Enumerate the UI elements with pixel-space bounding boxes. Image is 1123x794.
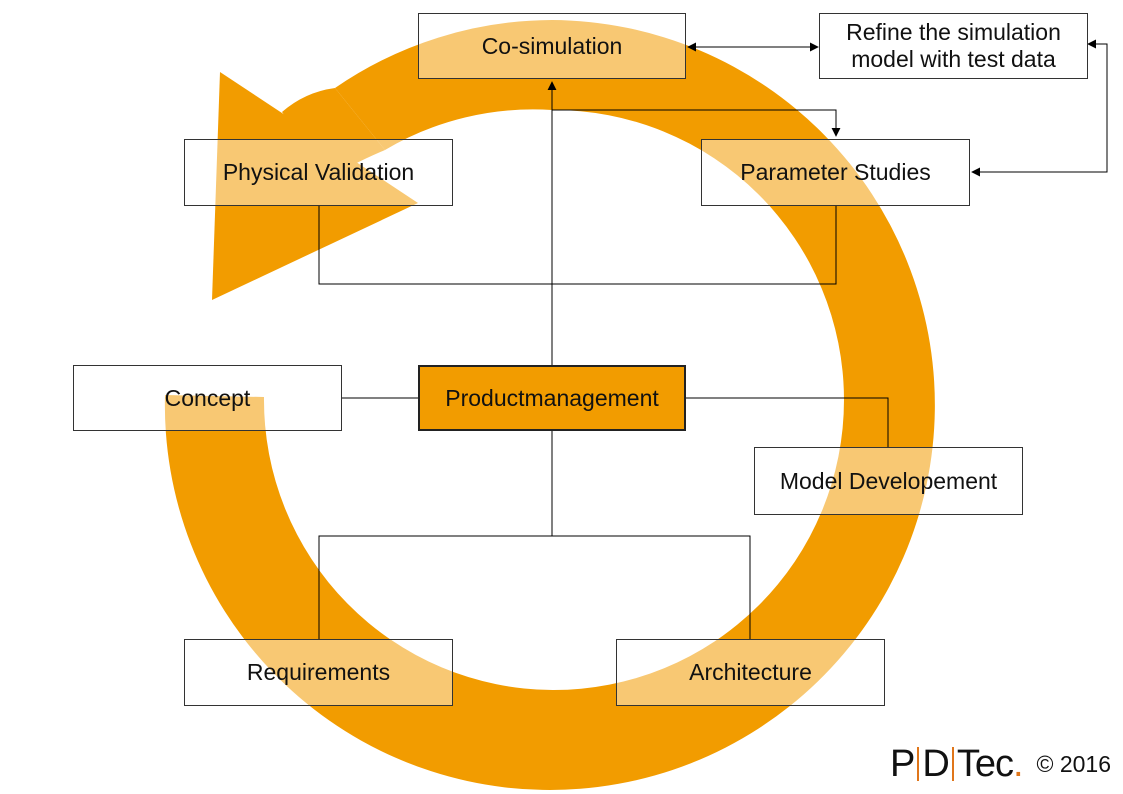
connector-validation-parameter	[318, 205, 837, 285]
connector-to-parameter-studies	[552, 109, 841, 137]
logo-divider-2	[951, 747, 954, 781]
productmanagement-box[interactable]: Productmanagement	[418, 365, 686, 431]
logo-divider-1	[917, 747, 920, 781]
connector-requirements-architecture	[318, 535, 751, 639]
logo-tec: Tec	[956, 742, 1014, 785]
refine-line-1: Refine the simulation	[846, 19, 1061, 45]
refine-simulation-box[interactable]: Refine the simulation model with test da…	[819, 13, 1088, 79]
connector-refine-parameter	[971, 39, 1108, 177]
architecture-label: Architecture	[689, 659, 812, 685]
requirements-label: Requirements	[246, 659, 391, 685]
requirements-box[interactable]: Requirements	[184, 639, 453, 706]
architecture-box[interactable]: Architecture	[616, 639, 885, 706]
parameter-studies-box[interactable]: Parameter Studies	[701, 139, 970, 206]
footer: P D Tec . © 2016	[890, 743, 1112, 786]
cosimulation-label: Co-simulation	[481, 32, 623, 59]
physical-validation-label: Physical Validation	[222, 159, 415, 185]
productmanagement-label: Productmanagement	[445, 384, 659, 411]
model-development-label: Model Developement	[779, 467, 998, 494]
cosimulation-box[interactable]: Co-simulation	[418, 13, 686, 79]
cycle-ring-upper-left	[335, 20, 552, 150]
logo-dot: .	[1012, 742, 1024, 785]
physical-validation-box[interactable]: Physical Validation	[184, 139, 453, 206]
connectors	[318, 39, 1108, 639]
cycle-arrowhead	[212, 72, 418, 300]
refine-line-2: model with test data	[851, 46, 1056, 72]
logo-d: D	[922, 742, 949, 785]
pdtec-logo: P D Tec .	[890, 743, 1023, 786]
copyright: © 2016	[1036, 750, 1112, 777]
model-development-box[interactable]: Model Developement	[754, 447, 1023, 515]
concept-box[interactable]: Concept	[73, 365, 342, 431]
cycle-arrow-shaft	[282, 88, 385, 178]
refine-simulation-label: Refine the simulation model with test da…	[840, 19, 1067, 73]
logo-p: P	[890, 742, 915, 785]
connector-pm-model	[686, 397, 889, 447]
concept-label: Concept	[164, 384, 251, 411]
parameter-studies-label: Parameter Studies	[740, 159, 931, 185]
